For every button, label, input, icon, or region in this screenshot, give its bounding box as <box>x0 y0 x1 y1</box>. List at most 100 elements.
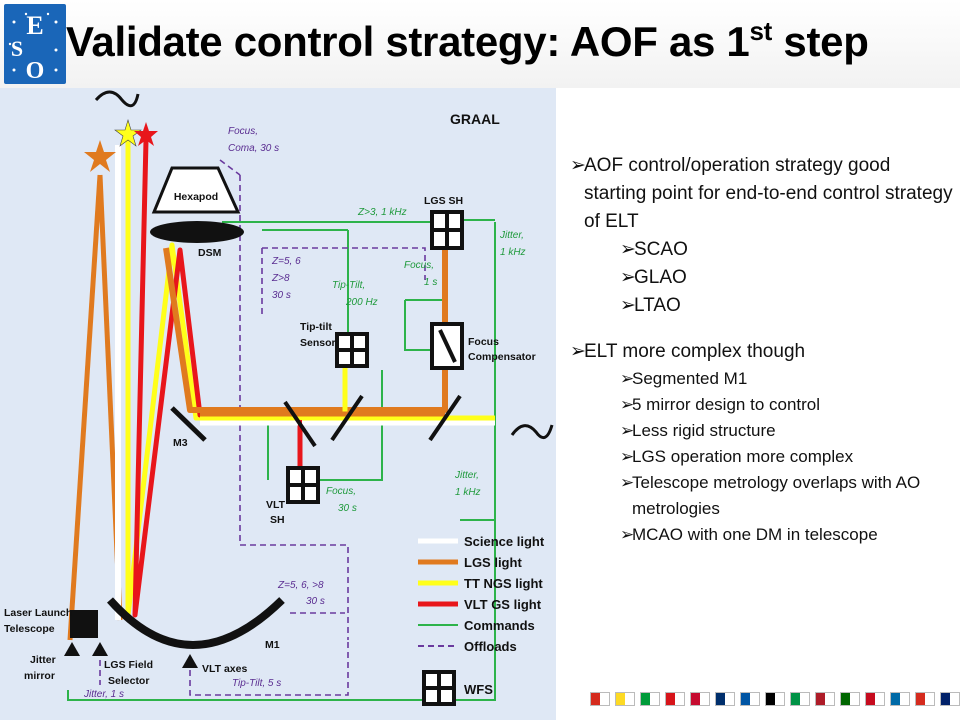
focus-compensator <box>430 322 464 370</box>
bullet-list: ➢AOF control/operation strategy good sta… <box>570 152 955 548</box>
flag-icon <box>765 692 785 706</box>
flag-icon <box>740 692 760 706</box>
flag-icon <box>815 692 835 706</box>
svg-text:E: E <box>26 11 43 40</box>
bullet-text: SCAO <box>634 239 688 260</box>
bullet-level-3: ➢LGS operation more complex <box>570 444 955 470</box>
bullet-level-3: ➢Less rigid structure <box>570 418 955 444</box>
lgs-sh-wfs <box>430 210 464 250</box>
m3-mirror <box>170 406 207 442</box>
annot-z56-3: 30 s <box>272 290 291 301</box>
bullet-arrow-icon: ➢ <box>620 267 636 288</box>
bullet-level-2: ➢LTAO <box>570 292 955 320</box>
bullet-text: 5 mirror design to control <box>632 395 821 414</box>
m3-label: M3 <box>173 437 188 449</box>
graal-title: GRAAL <box>450 111 500 127</box>
laser-launch-telescope <box>70 610 98 638</box>
bullet-level-3: ➢Segmented M1 <box>570 366 955 392</box>
laser-launch-label-1: Laser Launch <box>4 607 72 619</box>
bullet-level-3: ➢Telescope metrology overlaps with AO me… <box>570 470 955 522</box>
legend-label: VLT GS light <box>464 597 542 612</box>
flag-strip <box>590 692 960 708</box>
annot-z56-2: Z>8 <box>271 273 290 284</box>
flag-icon <box>615 692 635 706</box>
bullet-level-3: ➢5 mirror design to control <box>570 392 955 418</box>
flag-icon <box>790 692 810 706</box>
flag-icon <box>865 692 885 706</box>
annot-tt200-2: 200 Hz <box>345 297 378 308</box>
annot-jitter1s: Jitter, 1 s <box>83 689 124 700</box>
annot-focus-coma-1: Focus, <box>228 126 258 137</box>
bullet-arrow-icon: ➢ <box>620 447 635 466</box>
bullet-level-2: ➢SCAO <box>570 236 955 264</box>
annot-jitter2-1: Jitter, <box>454 470 479 481</box>
svg-text:O: O <box>26 58 45 84</box>
flag-icon <box>915 692 935 706</box>
lgs-sh-label: LGS SH <box>424 195 463 207</box>
bullet-text: Less rigid structure <box>632 421 776 440</box>
vlt-sh-label-1: VLT <box>266 499 286 511</box>
wave-right-icon <box>510 424 554 440</box>
diagram-canvas: Hexapod DSM M3 LGS SH Tip-tilt Sensor <box>4 90 554 706</box>
bullet-level-3: ➢MCAO with one DM in telescope <box>570 522 955 548</box>
bullet-text: LGS operation more complex <box>632 447 854 466</box>
bullet-arrow-icon: ➢ <box>620 239 636 260</box>
bullet-level-1: ➢AOF control/operation strategy good sta… <box>570 152 955 236</box>
bullet-arrow-icon: ➢ <box>620 395 635 414</box>
hexapod <box>151 166 241 214</box>
bullet-text: Telescope metrology overlaps with AO met… <box>632 473 921 518</box>
flag-icon <box>690 692 710 706</box>
annot-focus1s-2: 1 s <box>424 277 437 288</box>
bullet-arrow-icon: ➢ <box>570 155 586 176</box>
dsm-mirror <box>150 221 244 243</box>
legend-label: Commands <box>464 618 535 633</box>
legend-label: LGS light <box>464 555 522 570</box>
ngs-star-icon <box>114 118 142 147</box>
annot-z568-1: Z=5, 6, >8 <box>277 580 324 591</box>
vlt-sh-wfs <box>286 466 320 504</box>
bullet-arrow-icon: ➢ <box>620 295 636 316</box>
laser-launch-label-2: Telescope <box>4 623 55 635</box>
flag-icon <box>640 692 660 706</box>
bullet-level-1: ➢ELT more complex though <box>570 338 955 366</box>
beam-splitters <box>283 394 462 448</box>
jitter-mirror-label-1: Jitter <box>30 654 56 666</box>
bullet-text: Segmented M1 <box>632 369 748 388</box>
flag-icon <box>840 692 860 706</box>
bullet-text: LTAO <box>634 295 681 316</box>
flag-icon <box>590 692 610 706</box>
tiptilt-label-2: Sensor <box>300 337 336 349</box>
flag-icon <box>890 692 910 706</box>
legend-label: Offloads <box>464 639 517 654</box>
annot-focus30-2: 30 s <box>338 503 357 514</box>
lgs-field-selector-icon <box>92 642 108 656</box>
flag-icon <box>940 692 960 706</box>
annot-jitter2-2: 1 kHz <box>455 487 481 498</box>
vlt-sh-label-2: SH <box>270 514 285 526</box>
legend-wfs-icon <box>422 670 456 706</box>
bullet-arrow-icon: ➢ <box>620 421 635 440</box>
slide-header: E S O Validate control strategy: AOF as … <box>0 0 960 88</box>
annot-focus1s-1: Focus, <box>404 260 434 271</box>
jitter-mirror-icon <box>64 642 80 656</box>
tiptilt-wfs <box>335 332 369 368</box>
wave-top-icon <box>94 90 140 108</box>
vlt-star-icon <box>134 122 158 146</box>
m1-mirror <box>107 597 285 649</box>
lgs-field-label-2: Selector <box>108 675 149 687</box>
tiptilt-label-1: Tip-tilt <box>300 321 332 333</box>
jitter-mirror-label-2: mirror <box>24 670 55 682</box>
graal-diagram: Hexapod DSM M3 LGS SH Tip-tilt Sensor <box>0 88 556 720</box>
bullet-arrow-icon: ➢ <box>620 369 635 388</box>
annot-focus-coma-2: Coma, 30 s <box>228 143 279 154</box>
annot-z56-1: Z=5, 6 <box>271 256 301 267</box>
legend-label: TT NGS light <box>464 576 543 591</box>
legend-label: Science light <box>464 534 545 549</box>
lgs-star-icon <box>84 140 116 172</box>
bullet-text: ELT more complex though <box>584 341 806 362</box>
lgs-field-label-1: LGS Field <box>104 659 153 671</box>
bullet-text: MCAO with one DM in telescope <box>632 525 878 544</box>
annot-jitter-1: Jitter, <box>499 230 524 241</box>
annot-focus30-1: Focus, <box>326 486 356 497</box>
annot-jitter-2: 1 kHz <box>500 247 526 258</box>
